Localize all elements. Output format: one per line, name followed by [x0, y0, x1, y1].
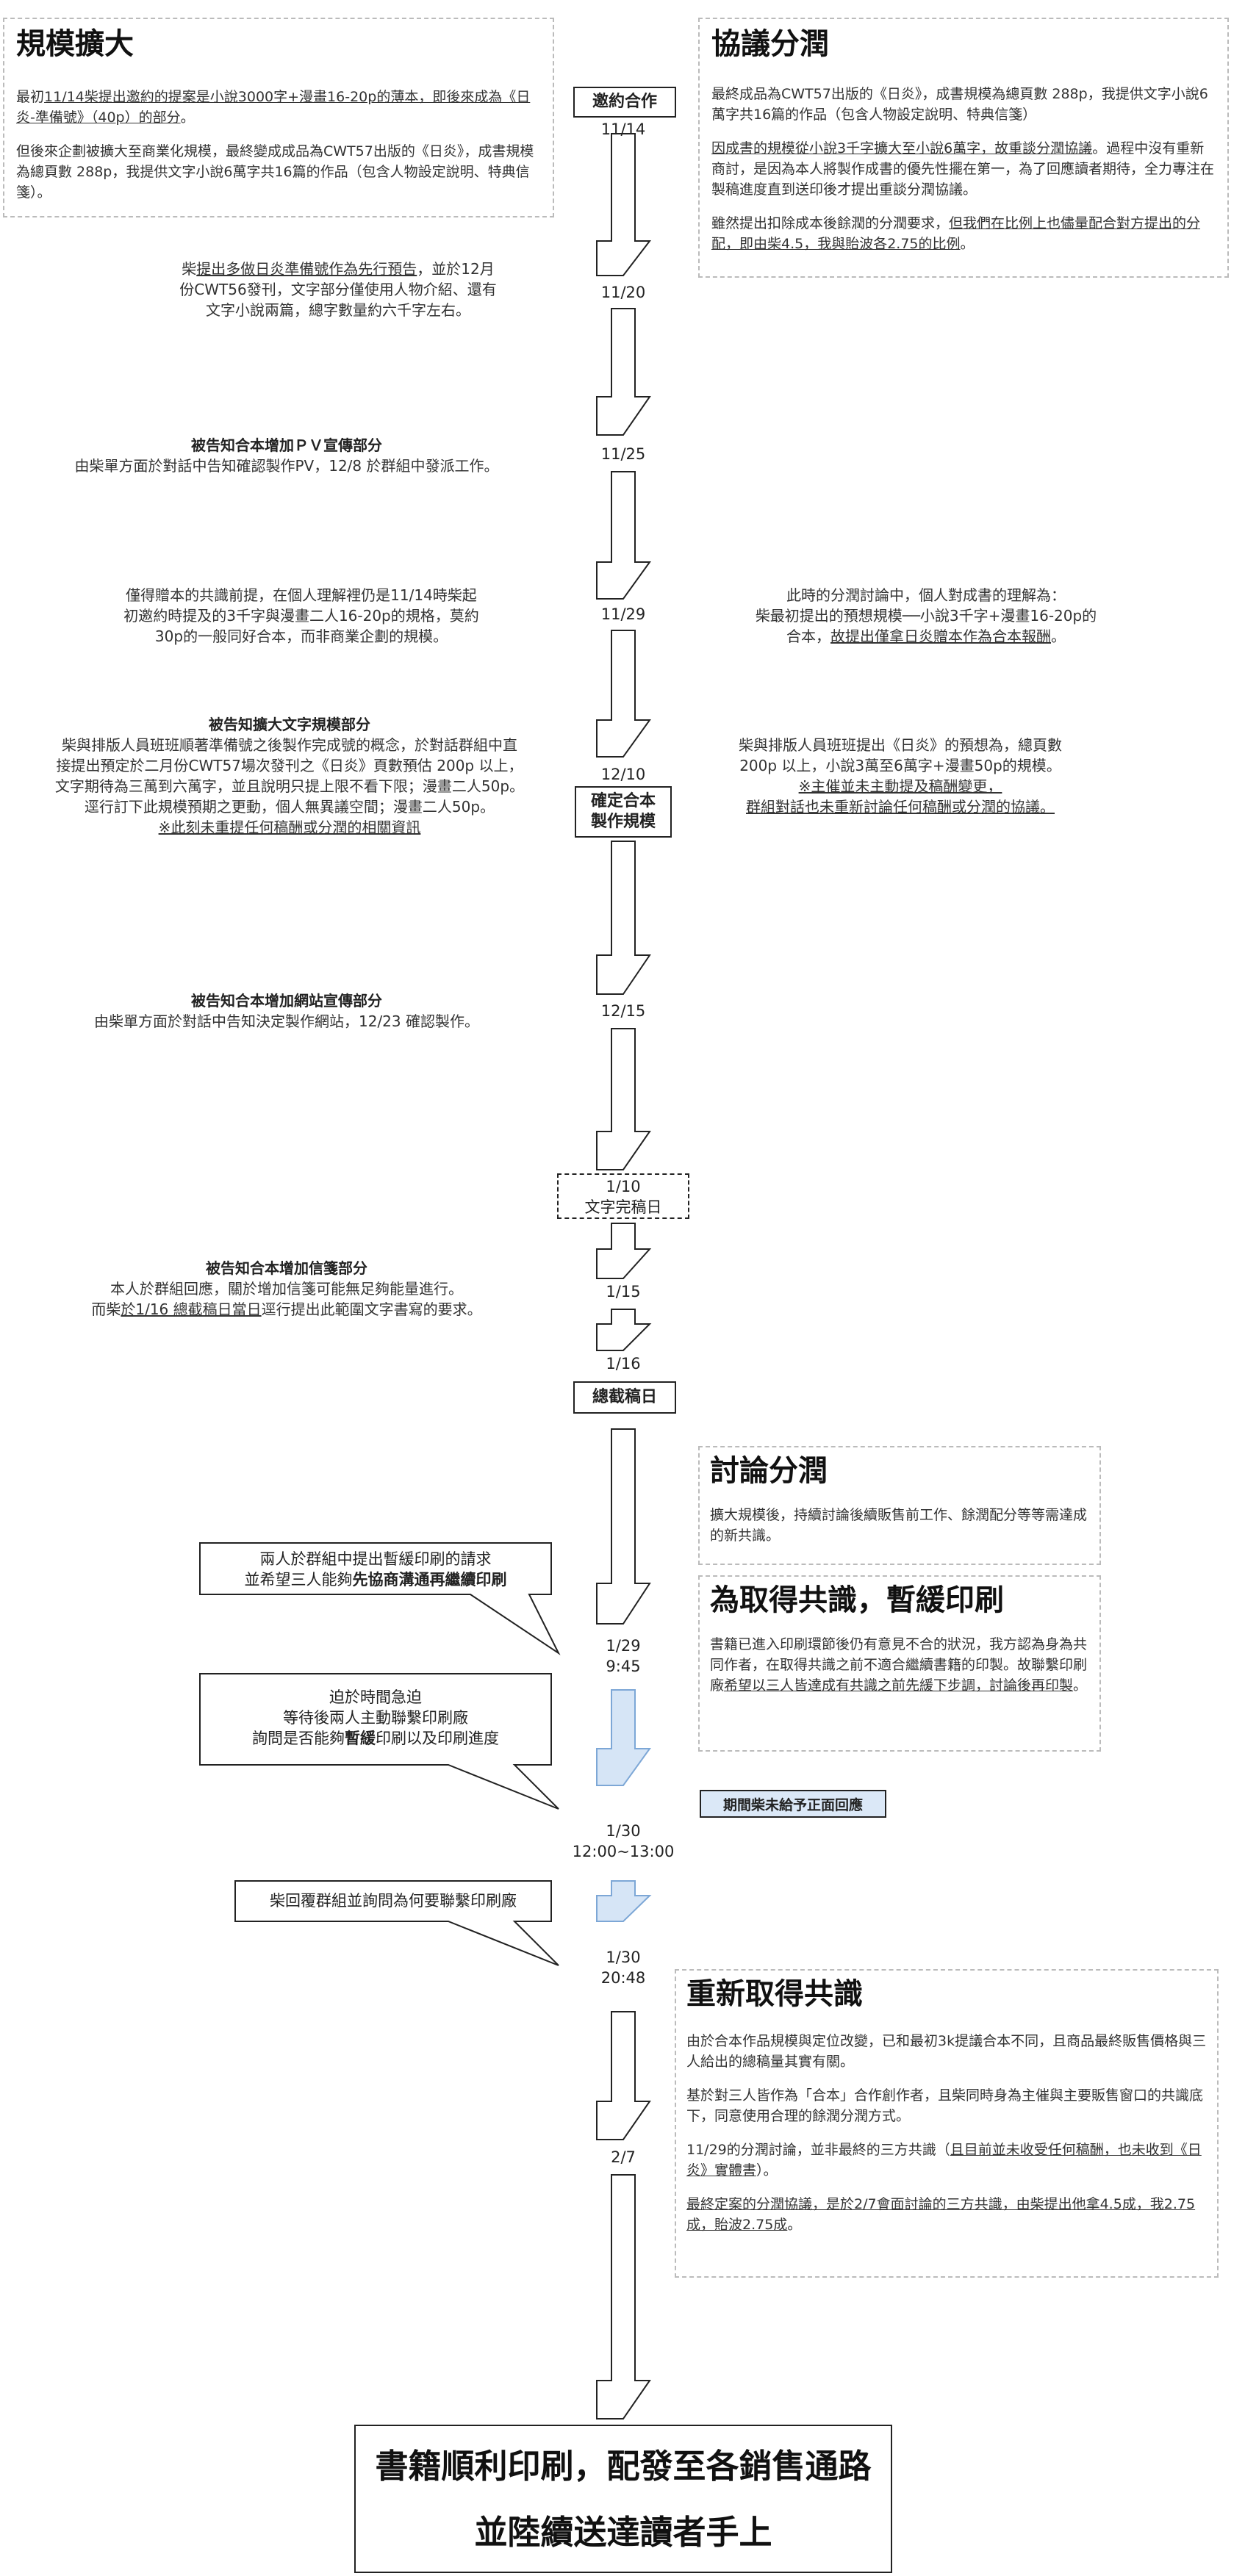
arrow-27-final — [596, 2174, 651, 2420]
date-1129: 11/29 — [600, 605, 646, 623]
scale-expansion-p2: 但後來企劃被擴大至商業化規模，最終變成成品為CWT57出版的《日炎》，成書規模為… — [16, 143, 534, 201]
final-line-1: 書籍順利印刷，配發至各銷售通路 — [375, 2447, 872, 2486]
arrow-1125-1129 — [596, 471, 651, 600]
arrow-1210-1215 — [596, 841, 651, 995]
no-response-badge: 期間柴未給予正面回應 — [700, 1790, 886, 1818]
arrow-1120-1125 — [596, 308, 651, 436]
callout-bubble-3 — [234, 1880, 559, 1966]
profit-agreement-p1: 最終成品為CWT57出版的《日炎》，成書規模為總頁數 288p，我提供文字小說6… — [711, 86, 1208, 123]
date-1125: 11/25 — [600, 445, 646, 463]
regain-p4: 最終定案的分潤協議，是於2/7會面討論的三方共識，由柴提出他拿4.5成，我2.7… — [686, 2196, 1196, 2233]
event-1125: 被告知合本增加ＰＶ宣傳部分 由柴單方面於對話中告知確認製作PV，12/8 於群組… — [74, 436, 499, 475]
profit-agreement-box: 協議分潤 最終成品為CWT57出版的《日炎》，成書規模為總頁數 288p，我提供… — [698, 18, 1229, 278]
pause-printing-box: 為取得共識，暫緩印刷 書籍已進入印刷環節後仍有意見不合的狀況，我方認為身為共同作… — [698, 1575, 1101, 1752]
profit-agreement-title: 協議分潤 — [711, 27, 829, 61]
discuss-profit-text: 擴大規模後，持續討論後續販售前工作、餘潤配分等等需達成的新共識。 — [710, 1507, 1088, 1544]
callout-1-text: 兩人於群組中提出暫緩印刷的請求 並希望三人能夠先協商溝通再繼續印刷 — [244, 1550, 507, 1589]
regain-p3: 11/29的分潤討論，並非最終的三方共識（且目前並未收受任何稿酬，也未收到《日炎… — [686, 2142, 1202, 2179]
event-1129-right: 此時的分潤討論中，個人對成書的理解為： 柴最初提出的預想規模──小說3千字+漫畫… — [755, 586, 1097, 645]
date-1114: 11/14 — [600, 120, 646, 138]
regain-p2: 基於對三人皆作為「合本」合作創作者，且柴同時身為主催與主要販售窗口的共識底下，同… — [686, 2087, 1204, 2124]
callout-bubble-2 — [199, 1673, 559, 1810]
arrow-1129-1210 — [596, 630, 651, 758]
regain-consensus-box: 重新取得共識 由於合本作品規模與定位改變，已和最初3k提議合本不同，且商品最終販… — [675, 1969, 1219, 2278]
callout-2-text: 迫於時間急迫 等待後兩人主動聯繫印刷廠 詢問是否能夠暫緩印刷以及印刷進度 — [252, 1688, 499, 1747]
final-line-2: 並陸續送達讀者手上 — [474, 2513, 772, 2552]
arrow-115-116 — [596, 1309, 652, 1351]
discuss-profit-box: 討論分潤 擴大規模後，持續討論後續販售前工作、餘潤配分等等需達成的新共識。 — [698, 1446, 1101, 1565]
regain-p1: 由於合本作品規模與定位改變，已和最初3k提議合本不同，且商品最終販售價格與三人給… — [686, 2033, 1207, 2070]
date-130: 1/30 12:00~13:00 — [572, 1822, 675, 1860]
profit-agreement-p3: 雖然提出扣除成本後餘潤的分潤要求，但我們在比例上也儘量配合對方提出的分配，即由柴… — [711, 215, 1201, 252]
arrow-110-115 — [596, 1223, 652, 1279]
node-deadline: 總截稿日 — [573, 1381, 676, 1414]
pause-printing-title: 為取得共識，暫緩印刷 — [710, 1583, 1004, 1617]
pause-printing-text: 書籍已進入印刷環節後仍有意見不合的狀況，我方認為身為共同作者，在取得共識之前不適… — [710, 1636, 1088, 1694]
node-text-done: 1/10 文字完稿日 — [557, 1173, 689, 1219]
profit-agreement-p2: 因成書的規模從小說3千字擴大至小說6萬字，故重談分潤協議。過程中沒有重新商討，是… — [711, 140, 1215, 198]
final-outcome-box: 書籍順利印刷，配發至各銷售通路 並陸續送達讀者手上 — [354, 2425, 892, 2573]
event-1210-left: 被告知擴大文字規模部分 柴與排版人員班班順著準備號之後製作完成號的概念，於對話群… — [54, 716, 525, 836]
date-27: 2/7 — [611, 2148, 636, 2166]
discuss-profit-title: 討論分潤 — [710, 1454, 828, 1488]
callout-bubble-1 — [199, 1542, 561, 1655]
event-1210-right: 柴與排版人員班班提出《日炎》的預想為，總頁數 200p 以上，小說3萬至6萬字+… — [739, 736, 1062, 816]
date-115: 1/15 — [606, 1283, 641, 1300]
arrow-1302-27 — [596, 2011, 651, 2140]
scale-expansion-box: 規模擴大 最初11/14柴提出邀約的提案是小說3000字+漫畫16-20p的薄本… — [3, 18, 554, 217]
node-confirm-scale: 確定合本 製作規模 — [575, 786, 672, 838]
date-116: 1/16 — [606, 1355, 641, 1372]
date-130-evening: 1/30 20:48 — [600, 1949, 646, 1987]
date-1120: 11/20 — [600, 284, 646, 301]
date-1210: 12/10 — [600, 766, 646, 783]
date-1215: 12/15 — [600, 1002, 646, 1020]
node-invite: 邀約合作 — [573, 87, 676, 118]
arrow-129-130-paused — [596, 1689, 651, 1786]
event-1215: 被告知合本增加網站宣傳部分 由柴單方面於對話中告知決定製作網站，12/23 確認… — [94, 992, 479, 1030]
date-129: 1/29 9:45 — [606, 1637, 641, 1675]
callout-3-text: 柴回覆群組並詢問為何要聯繫印刷廠 — [270, 1892, 517, 1910]
scale-expansion-title: 規模擴大 — [16, 27, 134, 61]
event-1120: 柴提出多做日炎準備號作為先行預告，並於12月 份CWT56發刊，文字部分僅使用人… — [179, 260, 497, 319]
arrow-130-1302-paused — [596, 1880, 652, 1922]
regain-consensus-title: 重新取得共識 — [686, 1977, 863, 2011]
arrow-1114-1120 — [596, 133, 652, 276]
arrow-116-129 — [596, 1428, 651, 1625]
event-1129-left: 僅得贈本的共識前提，在個人理解裡仍是11/14時柴起 初邀約時提及的3千字與漫畫… — [123, 586, 479, 645]
event-115: 被告知合本增加信箋部分 本人於群組回應，關於增加信箋可能無足夠能量進行。 而柴於… — [91, 1259, 482, 1318]
arrow-1215-110 — [596, 1028, 651, 1170]
scale-expansion-p1: 最初11/14柴提出邀約的提案是小說3000字+漫畫16-20p的薄本，即後來成… — [16, 89, 531, 126]
